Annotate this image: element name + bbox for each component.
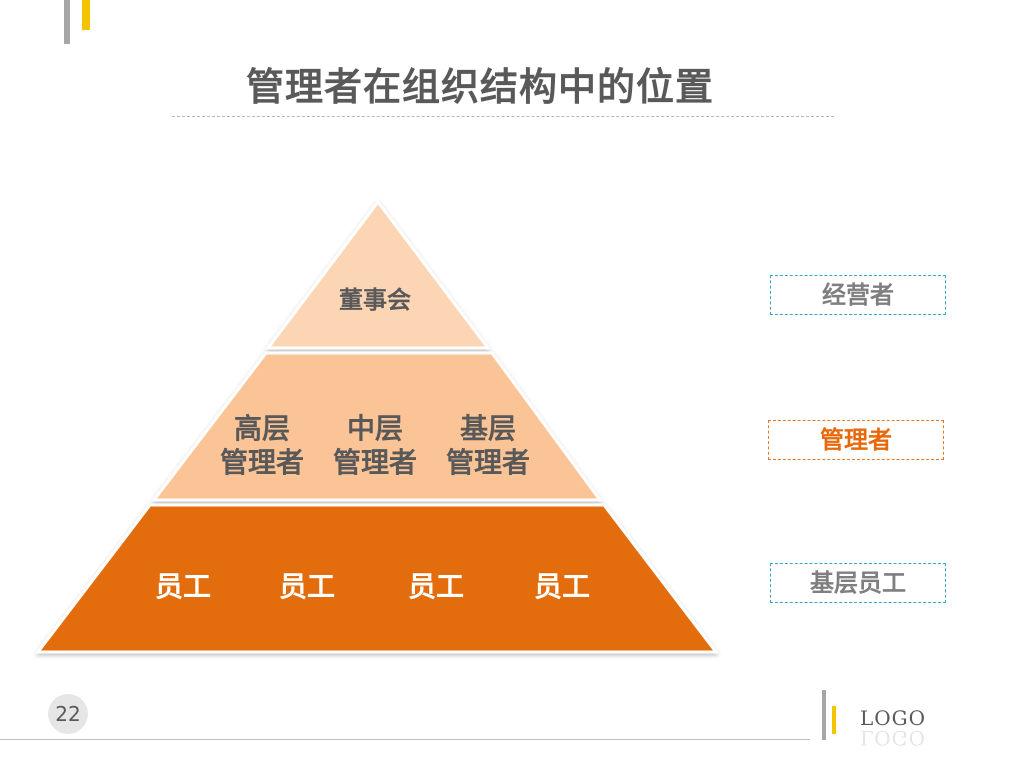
logo: LOGO: [860, 706, 927, 730]
page-title: 管理者在组织结构中的位置: [245, 65, 714, 109]
pyramid-tier-top: [264, 199, 492, 350]
legend-box-staff: 基层员工: [770, 563, 946, 603]
legend-box-operators: 经营者: [770, 275, 946, 315]
logo-bar-yellow: [832, 706, 836, 734]
tier-top-label: 董事会: [339, 286, 411, 314]
tier-bottom-label-1: 员工: [154, 570, 211, 603]
tier-bottom-label-4: 员工: [533, 570, 590, 603]
header-bar-gray: [64, 0, 70, 44]
logo-bar-gray: [822, 690, 826, 740]
pyramid-tier-bottom: [34, 503, 720, 654]
header-bar-yellow: [82, 0, 90, 30]
logo-reflection: LOGO: [860, 726, 927, 750]
tier-middle-label-base: 基层 管理者: [445, 412, 530, 479]
tier-bottom-label-2: 员工: [278, 570, 335, 603]
tier-middle-label-senior: 高层 管理者: [219, 412, 304, 479]
page-number: 22: [48, 694, 88, 734]
footer-divider: [0, 739, 810, 740]
legend-box-managers: 管理者: [768, 420, 944, 460]
tier-middle-label-mid: 中层 管理者: [332, 412, 417, 479]
tier-bottom-label-3: 员工: [407, 570, 464, 603]
pyramid-tier-middle: [150, 351, 603, 502]
title-divider: [172, 116, 834, 117]
